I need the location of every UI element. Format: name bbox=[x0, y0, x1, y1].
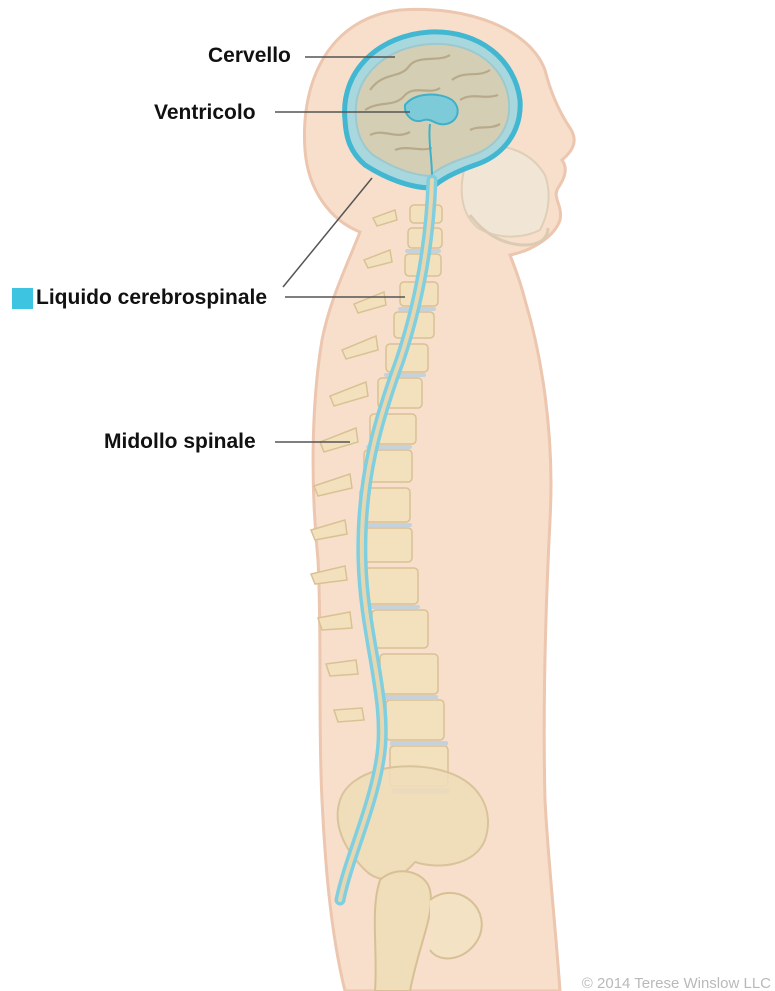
label-ventricle: Ventricolo bbox=[154, 102, 256, 123]
csf-legend-swatch bbox=[12, 288, 33, 309]
label-brain: Cervello bbox=[208, 45, 291, 66]
label-spinal-cord: Midollo spinale bbox=[104, 431, 256, 452]
copyright-text: © 2014 Terese Winslow LLC bbox=[582, 976, 771, 991]
label-csf: Liquido cerebrospinale bbox=[36, 287, 267, 308]
ventricle-shape bbox=[405, 95, 458, 125]
